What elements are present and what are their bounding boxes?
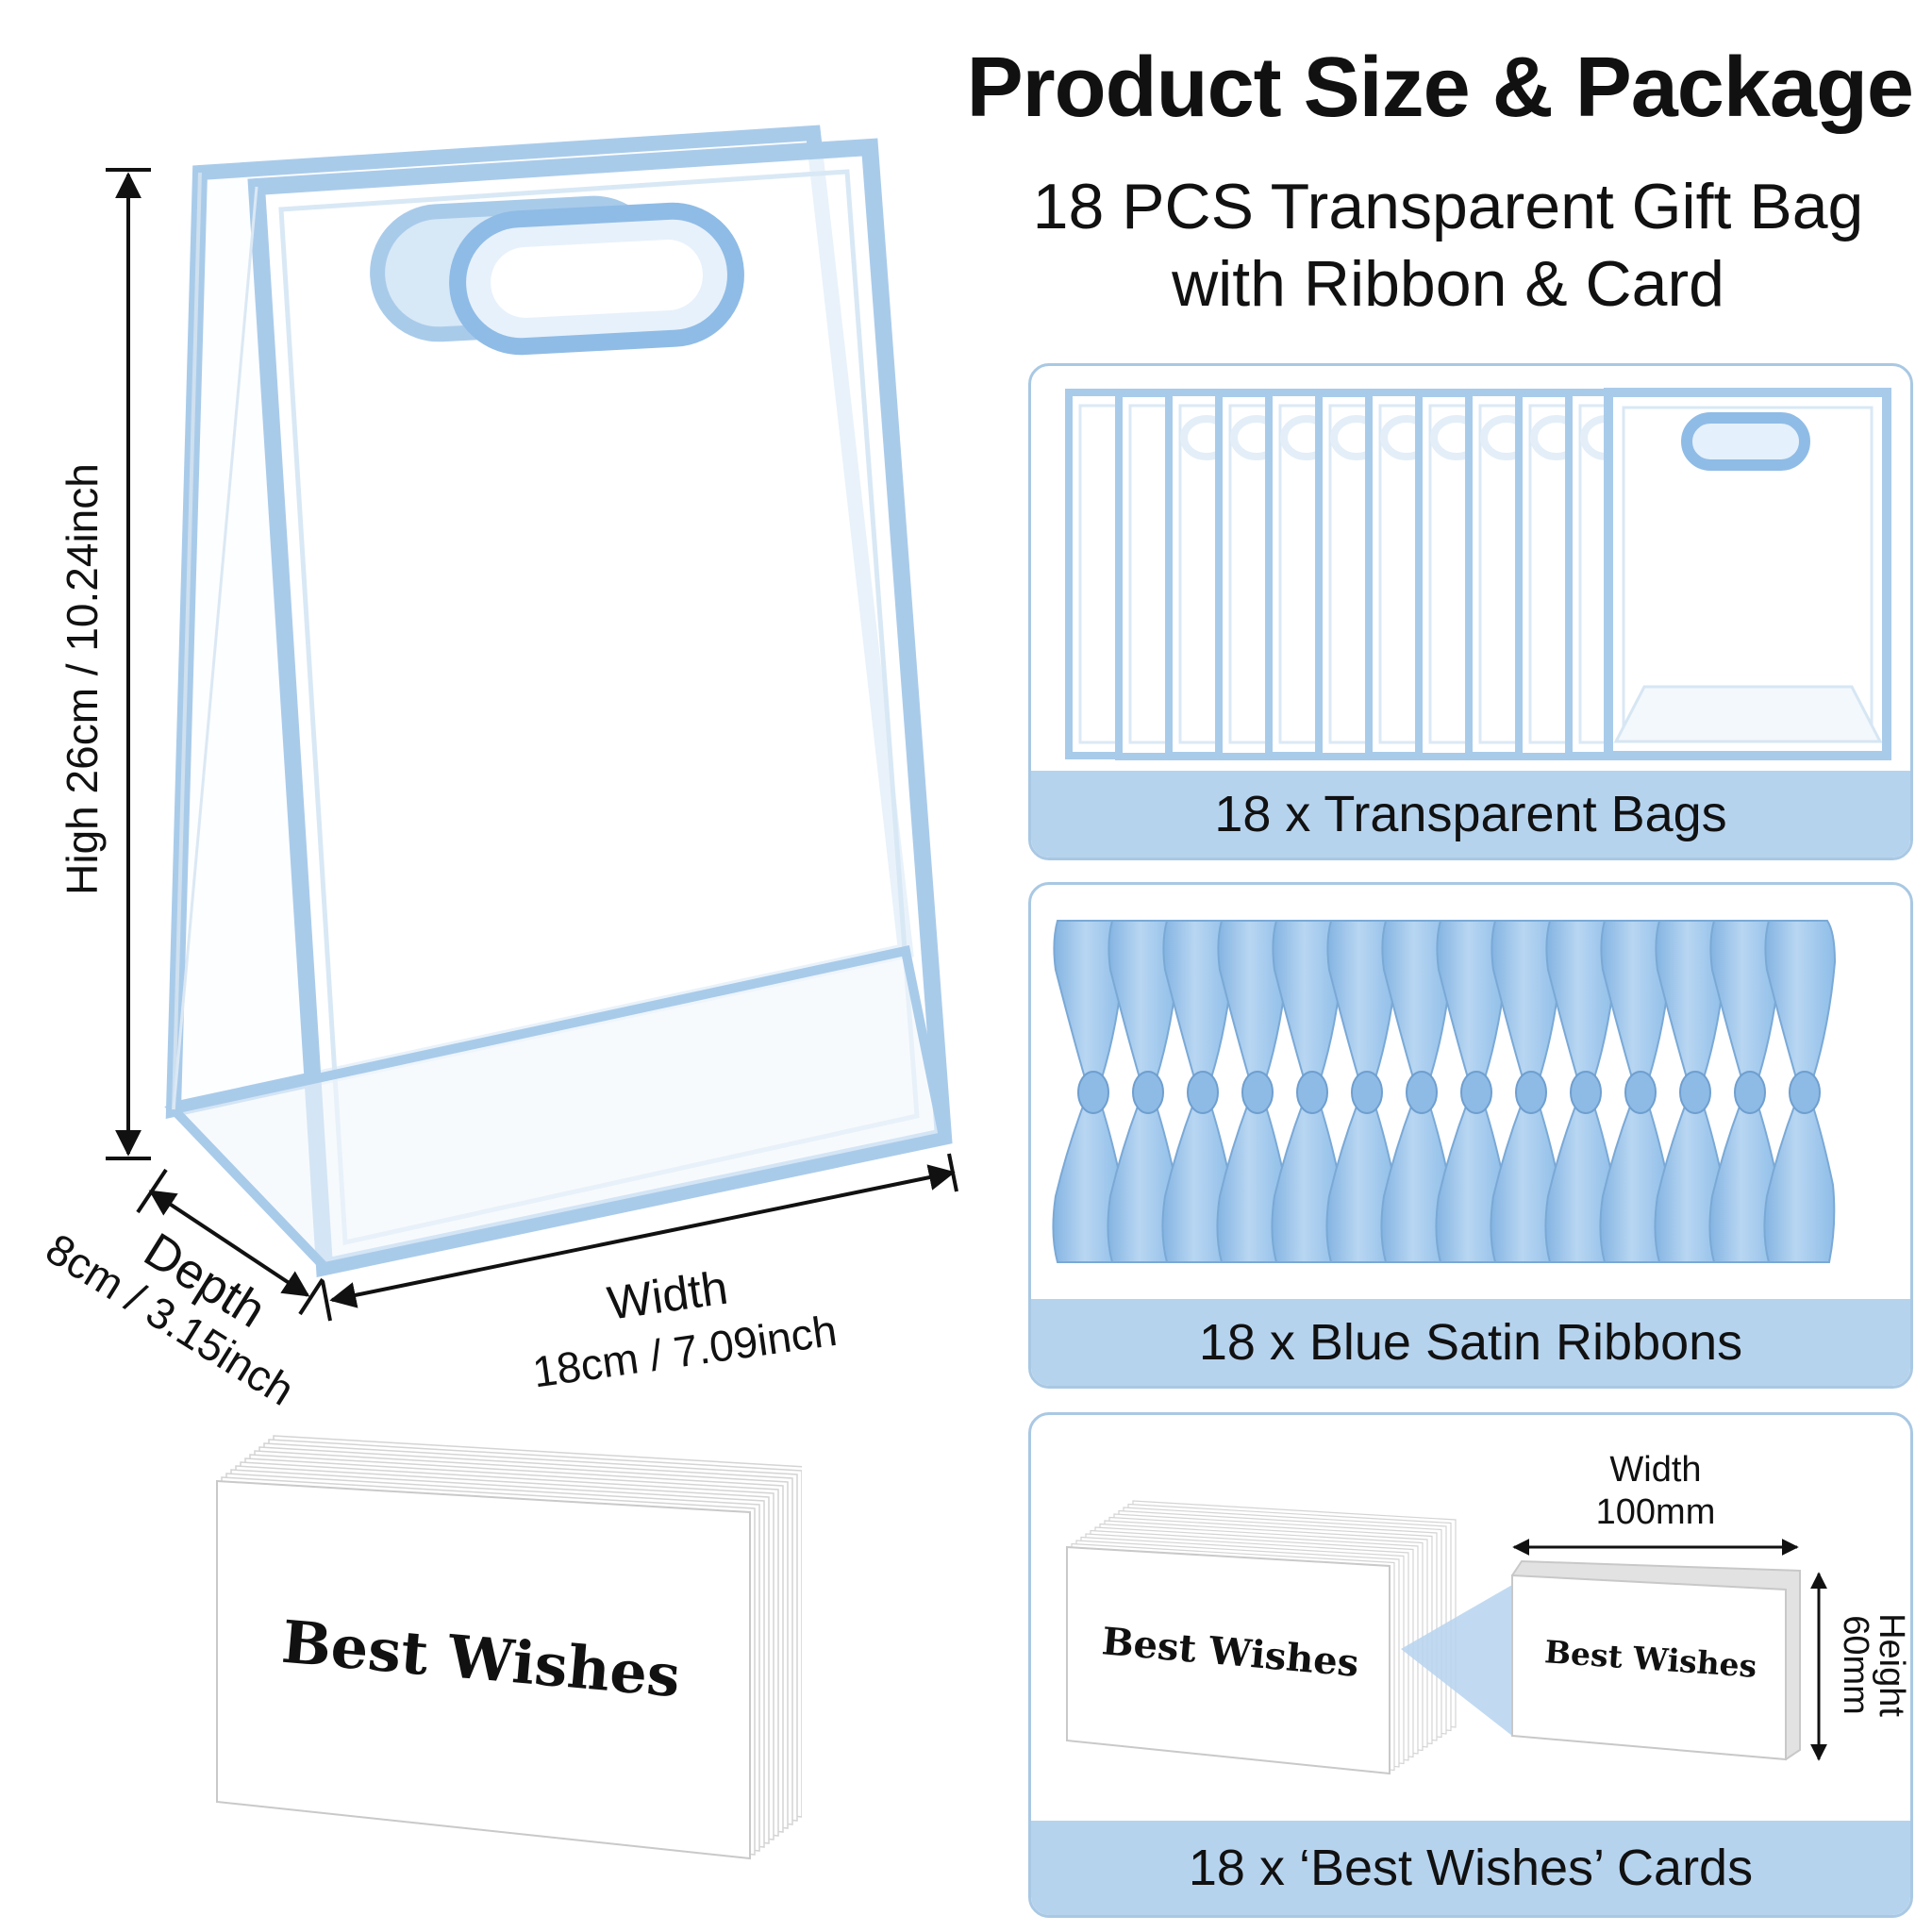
ribbon-bow bbox=[1763, 920, 1837, 1263]
panel-blue-ribbons: 18 x Blue Satin Ribbons bbox=[1028, 882, 1913, 1389]
height-label: High 26cm / 10.24inch bbox=[58, 463, 107, 895]
ribbons-row-illustration bbox=[1052, 920, 1837, 1263]
width-arrow bbox=[329, 1164, 956, 1308]
card-stack-illustration: Best Wishes bbox=[216, 1435, 802, 1860]
cards-label: 18 x ‘Best Wishes’ Cards bbox=[1031, 1821, 1910, 1915]
ribbon-bow bbox=[1490, 920, 1563, 1263]
card-height-value: 60mm bbox=[1836, 1615, 1875, 1715]
subtitle: 18 PCS Transparent Gift Bag with Ribbon … bbox=[981, 168, 1915, 323]
bags-label: 18 x Transparent Bags bbox=[1031, 771, 1910, 858]
large-bag-illustration bbox=[164, 125, 953, 1277]
page-title: Product Size & Package bbox=[966, 41, 1914, 135]
ribbon-bow bbox=[1435, 920, 1508, 1263]
ribbon-bow bbox=[1599, 920, 1673, 1263]
panel-transparent-bags: 18 x Transparent Bags bbox=[1028, 363, 1913, 860]
subtitle-line-1: 18 PCS Transparent Gift Bag bbox=[1032, 171, 1864, 242]
ribbon-bow bbox=[1271, 920, 1344, 1263]
ribbon-bow bbox=[1380, 920, 1454, 1263]
ribbon-bow bbox=[1544, 920, 1618, 1263]
bag-dimension-diagram: High 26cm / 10.24inch Width 18cm / 7.09i… bbox=[38, 125, 958, 1415]
card-height-label: Height bbox=[1872, 1613, 1910, 1717]
depth-arrow bbox=[148, 1190, 310, 1297]
ribbon-bow bbox=[1052, 920, 1125, 1263]
bags-row-illustration bbox=[1065, 388, 1891, 760]
panel-best-wishes-cards: Best Wishes Best Wishes Width 100mm Heig… bbox=[1028, 1412, 1913, 1918]
ribbons-label: 18 x Blue Satin Ribbons bbox=[1031, 1299, 1910, 1386]
subtitle-line-2: with Ribbon & Card bbox=[1172, 248, 1724, 320]
ribbon-bow bbox=[1161, 920, 1235, 1263]
cards-size-illustration: Best Wishes Best Wishes Width 100mm Heig… bbox=[1066, 1450, 1910, 1775]
ribbon-bow bbox=[1654, 920, 1727, 1263]
ribbon-bow bbox=[1708, 920, 1782, 1263]
width-label: Width bbox=[604, 1261, 730, 1330]
card-width-label: Width bbox=[1609, 1450, 1701, 1490]
card-width-value: 100mm bbox=[1596, 1492, 1716, 1532]
ribbon-bow bbox=[1325, 920, 1399, 1263]
